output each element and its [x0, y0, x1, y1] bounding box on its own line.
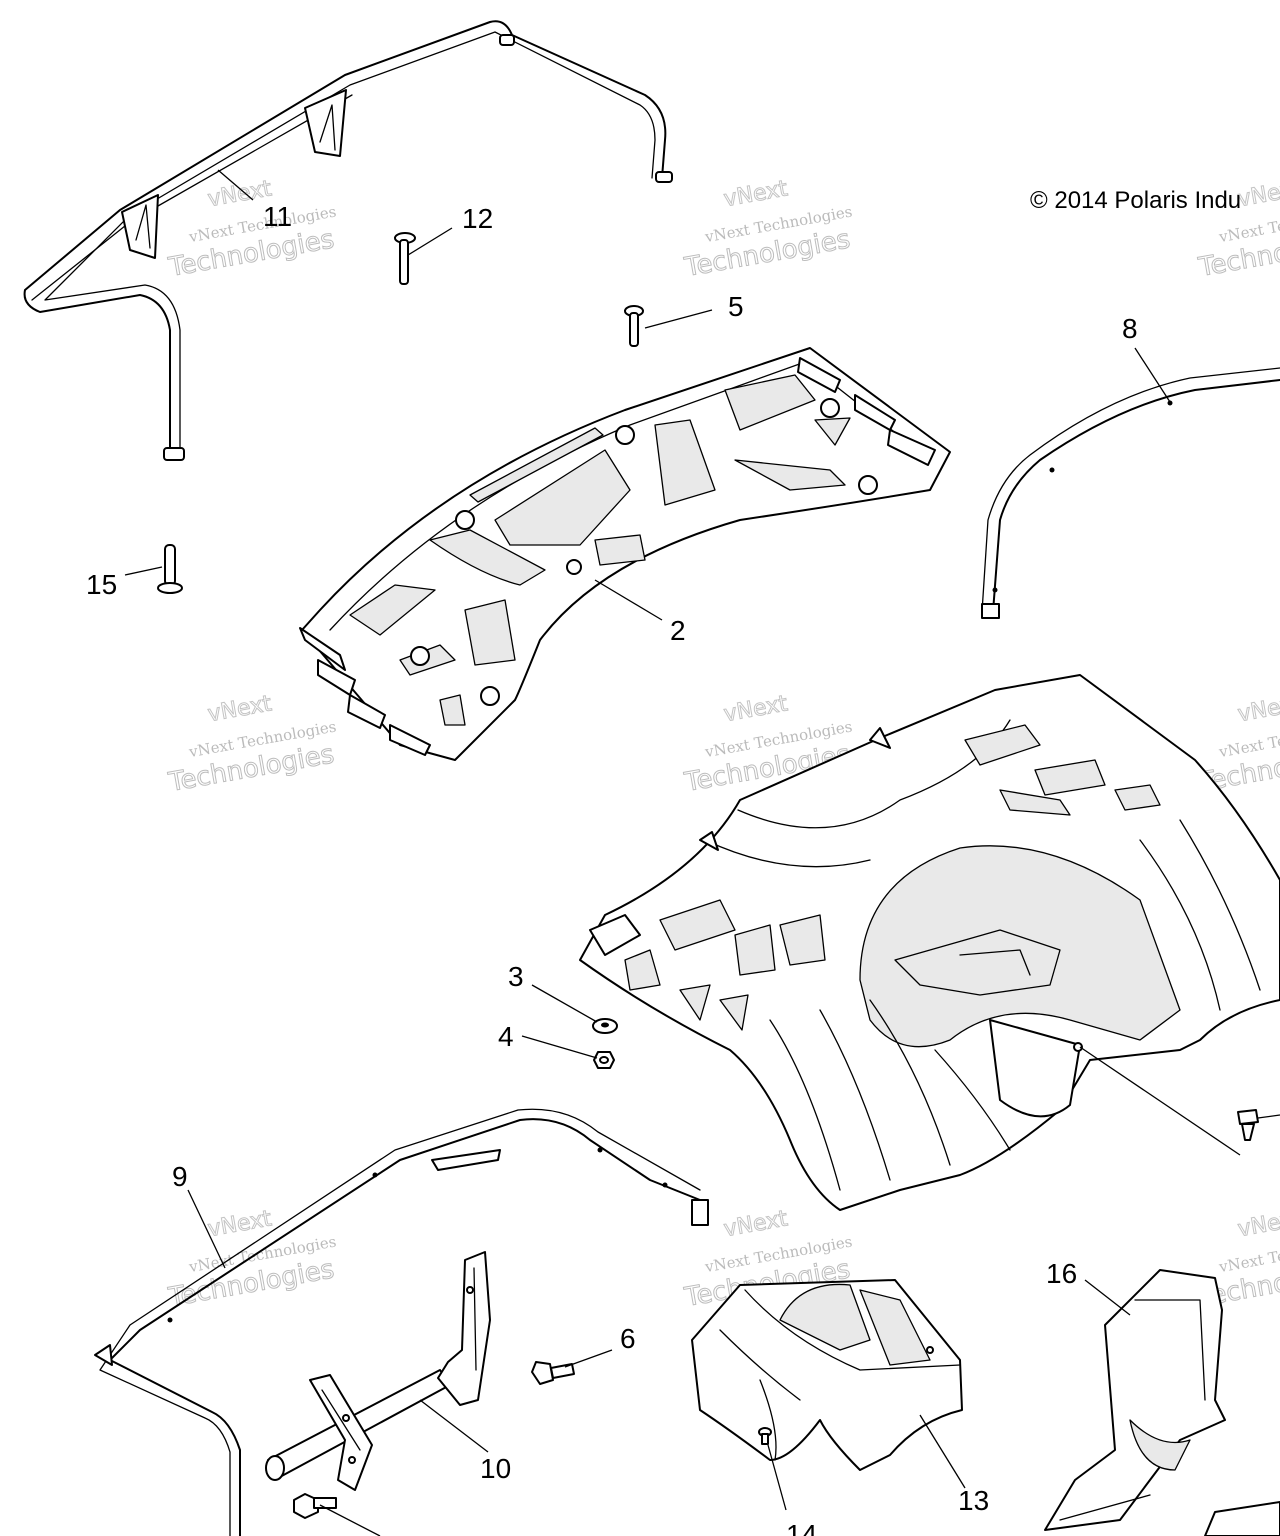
part-5-bolt [624, 305, 644, 347]
callout-10: 10 [480, 1453, 511, 1484]
part-4-nut [593, 1051, 615, 1069]
part-14-screw [758, 1427, 772, 1445]
corner-part-fragment [1204, 1501, 1280, 1536]
callout-13: 13 [958, 1485, 989, 1516]
push-fastener [1237, 1109, 1259, 1141]
watermark-top: vNext [722, 1206, 790, 1242]
part-11-rack-rail [23, 20, 673, 461]
copyright-notice: © 2014 Polaris Indu [1030, 187, 1241, 214]
watermark-top: vNext [1236, 691, 1280, 727]
callout-15: 15 [86, 569, 117, 600]
part-13-fender-panel [691, 1279, 963, 1471]
part-12-bolt [394, 232, 416, 285]
part-9-rail [94, 1108, 709, 1536]
part-16-heat-shield [1044, 1269, 1226, 1531]
callout-3: 3 [508, 961, 524, 992]
watermark-3: vNext vNext Technologies Technologies [1195, 176, 1280, 284]
callout-2: 2 [670, 615, 686, 646]
callout-9: 9 [172, 1161, 188, 1192]
watermark-top: vNext [722, 691, 790, 727]
bottom-bolt [293, 1493, 337, 1519]
callout-labels: 2 3 4 5 6 8 9 10 11 12 13 14 15 16 [86, 201, 1138, 1536]
callout-8: 8 [1122, 313, 1138, 344]
part-3-washer [592, 1018, 618, 1034]
part-6-bolt [531, 1361, 575, 1385]
watermark-2: vNext vNext Technologies Technologies [681, 176, 853, 284]
callout-4: 4 [498, 1021, 514, 1052]
watermark-top: vNext [1236, 1206, 1280, 1242]
leader-lines [124, 169, 1280, 1536]
callout-6: 6 [620, 1323, 636, 1354]
part-8-rail [981, 367, 1280, 619]
watermark-top: vNext [1236, 176, 1280, 212]
watermark-top: vNext [206, 691, 274, 727]
part-10-bracket [265, 1251, 491, 1491]
callout-14: 14 [786, 1519, 817, 1536]
callout-16: 16 [1046, 1258, 1077, 1289]
watermark-7: vNext vNext Technologies Technologies [165, 1206, 337, 1314]
watermark-4: vNext vNext Technologies Technologies [165, 691, 337, 799]
rear-fender-body [579, 674, 1280, 1211]
part-15-pin [157, 544, 183, 594]
part-2-rear-rack [299, 347, 951, 761]
callout-11: 11 [263, 201, 292, 232]
callout-5: 5 [728, 291, 744, 322]
callout-12: 12 [462, 203, 493, 234]
watermark-top: vNext [722, 176, 790, 212]
